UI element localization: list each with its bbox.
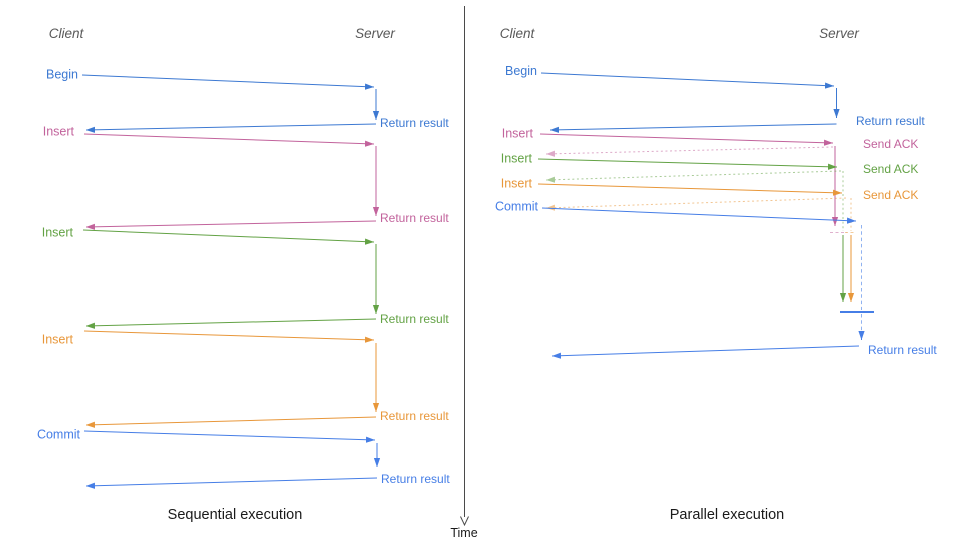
par-title: Parallel execution: [670, 507, 784, 523]
par-insert2-ack-line: [545, 170, 842, 183]
par-commit-label: Commit: [495, 200, 539, 214]
par-begin-request-line: [540, 72, 835, 89]
seq-title: Sequential execution: [168, 507, 303, 523]
seq-msg-insert-3: Insert Return result: [42, 330, 449, 428]
seq-insert2-label: Insert: [42, 226, 74, 240]
seq-commit-response-label: Return result: [381, 472, 450, 486]
par-begin-response-label: Return result: [856, 114, 925, 128]
par-msg-commit: Commit Return result: [495, 200, 937, 359]
seq-commit-request-line: [83, 430, 376, 443]
seq-insert1-label: Insert: [43, 125, 75, 139]
par-insert1-label: Insert: [502, 127, 534, 141]
seq-begin-return-line: [85, 123, 377, 133]
par-insert3-response-label: Send ACK: [863, 188, 918, 202]
par-client-lane-label: Client: [500, 26, 536, 41]
seq-insert1-request-line: [83, 133, 375, 147]
par-begin-return-line: [549, 123, 837, 133]
seq-insert1-return-line: [85, 220, 377, 230]
par-insert1-request-line: [539, 133, 834, 146]
seq-insert1-response-label: Return result: [380, 211, 449, 225]
seq-insert2-request-line: [82, 229, 375, 245]
seq-msg-insert-1: Insert Return result: [43, 125, 449, 230]
seq-msg-begin: Begin Return result: [46, 68, 449, 133]
seq-msg-insert-2: Insert Return result: [42, 226, 449, 329]
par-insert2-response-label: Send ACK: [863, 162, 918, 176]
seq-begin-label: Begin: [46, 68, 78, 82]
par-begin-label: Begin: [505, 64, 537, 78]
seq-commit-label: Commit: [37, 428, 81, 442]
seq-msg-commit: Commit Return result: [37, 428, 450, 489]
par-insert2-request-line: [537, 158, 838, 170]
par-msg-begin: Begin Return result: [505, 64, 925, 133]
seq-insert3-label: Insert: [42, 333, 74, 347]
par-final-response-label: Return result: [868, 343, 937, 357]
par-msg-insert-3: Insert Send ACK: [501, 177, 918, 302]
seq-insert3-request-line: [83, 330, 375, 343]
par-insert2-label: Insert: [501, 152, 533, 166]
par-msg-insert-1: Insert Send ACK: [502, 127, 918, 233]
seq-insert2-response-label: Return result: [380, 312, 449, 326]
sequential-diagram: Client Server Begin Return result Insert…: [37, 26, 450, 523]
seq-insert2-return-line: [85, 318, 377, 329]
seq-insert3-return-line: [85, 416, 377, 428]
par-server-lane-label: Server: [819, 26, 859, 41]
parallel-diagram: Client Server Begin Return result Insert…: [495, 26, 937, 523]
time-axis-arrowhead-icon: [460, 516, 469, 527]
seq-client-lane-label: Client: [49, 26, 85, 41]
par-insert3-ack-line: [545, 197, 847, 211]
par-final-return-line: [551, 345, 860, 359]
seq-server-lane-label: Server: [355, 26, 395, 41]
seq-insert3-response-label: Return result: [380, 409, 449, 423]
par-insert3-request-line: [537, 183, 843, 196]
time-axis-label: Time: [450, 526, 477, 540]
par-insert1-ack-line: [545, 146, 834, 157]
seq-begin-response-label: Return result: [380, 116, 449, 130]
seq-commit-return-line: [85, 477, 378, 489]
seq-begin-request-line: [81, 74, 375, 90]
par-insert3-label: Insert: [501, 177, 533, 191]
par-insert1-response-label: Send ACK: [863, 137, 918, 151]
par-commit-request-line: [541, 207, 857, 224]
par-msg-insert-2: Insert Send ACK: [501, 152, 918, 302]
time-axis: Time: [450, 6, 478, 540]
